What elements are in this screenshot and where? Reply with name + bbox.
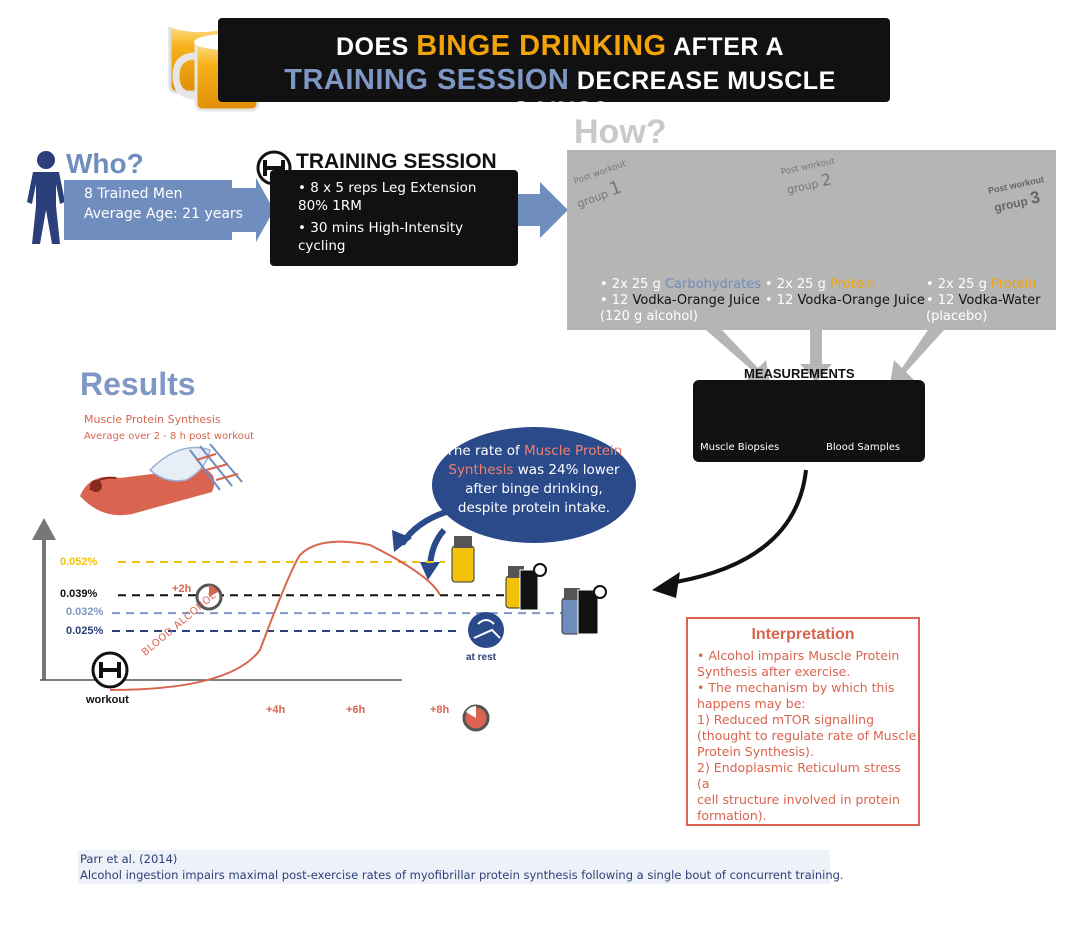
results-subtitle-2: Average over 2 - 8 h post workout bbox=[84, 431, 255, 442]
level-label-0052: 0.052% bbox=[60, 556, 98, 568]
title-highlight-training: TRAINING SESSION bbox=[284, 64, 570, 96]
citation-title: Alcohol ingestion impairs maximal post-e… bbox=[80, 868, 844, 882]
level-label-0032: 0.032% bbox=[66, 606, 104, 618]
how-box bbox=[567, 150, 1056, 330]
title-highlight-binge: BINGE DRINKING bbox=[416, 30, 667, 62]
measurements-box bbox=[693, 380, 925, 462]
interpretation-box bbox=[686, 617, 920, 826]
workout-dumbbell-icon bbox=[91, 651, 129, 689]
timer-8h-icon bbox=[462, 704, 490, 732]
training-item-3: • 30 mins High-Intensity bbox=[298, 220, 464, 236]
who-box bbox=[64, 180, 232, 240]
interpretation-line: Synthesis after exercise. bbox=[697, 664, 851, 679]
who-title: Who? bbox=[66, 148, 144, 179]
arrow-training-to-how bbox=[518, 182, 568, 238]
blood-alcohol-curve bbox=[109, 540, 441, 691]
training-item-4: cycling bbox=[298, 238, 346, 254]
group-2-text: • 2x 25 g Protein • 12 Vodka-Orange Juic… bbox=[765, 277, 925, 308]
chart-protein-shaker-icon bbox=[451, 536, 475, 583]
interpretation-line: (thought to regulate rate of Muscle bbox=[697, 728, 917, 743]
arrows-to-measurements bbox=[706, 330, 944, 384]
interpretation-title: Interpretation bbox=[751, 626, 855, 643]
chart-carb-cocktail-icon bbox=[561, 585, 607, 635]
title-line-1: DOES BINGE DRINKING AFTER A bbox=[335, 30, 784, 62]
arrow-who-to-training bbox=[232, 178, 274, 242]
training-title: TRAINING SESSION bbox=[296, 150, 497, 173]
interpretation-line: 1) Reduced mTOR signalling bbox=[697, 712, 875, 727]
measurement-biopsies: Muscle Biopsies bbox=[700, 442, 780, 453]
group-1-text: • 2x 25 g Carbohydrates • 12 Vodka-Orang… bbox=[600, 277, 761, 324]
training-box bbox=[270, 170, 518, 266]
interpretation-line: • Alcohol impairs Muscle Protein bbox=[697, 648, 900, 663]
training-item-1: • 8 x 5 reps Leg Extension bbox=[298, 180, 477, 196]
chart-protein-cocktail-icon bbox=[505, 563, 547, 611]
interpretation-line: • The mechanism by which this bbox=[697, 680, 895, 695]
results-subtitle-1: Muscle Protein Synthesis bbox=[84, 413, 221, 426]
who-line-1: 8 Trained Men bbox=[84, 186, 183, 202]
group-3-text: • 2x 25 g Protein • 12 Vodka-Water (plac… bbox=[926, 277, 1041, 324]
measurements-title: MEASUREMENTS bbox=[744, 366, 855, 381]
at-rest-icon bbox=[468, 612, 504, 648]
results-title: Results bbox=[80, 366, 196, 402]
interpretation-line: cell structure involved in protein bbox=[697, 792, 900, 807]
workout-label: workout bbox=[86, 694, 129, 706]
time-label-4h: +4h bbox=[266, 704, 286, 716]
title-banner bbox=[218, 18, 890, 102]
who-line-2: Average Age: 21 years bbox=[84, 206, 243, 222]
time-label-8h: +8h bbox=[430, 704, 450, 716]
measurement-blood: Blood Samples bbox=[826, 442, 901, 453]
citation-authors: Parr et al. (2014) bbox=[80, 852, 178, 866]
title-line-2: TRAINING SESSION DECREASE MUSCLE GAINS? bbox=[284, 64, 836, 125]
training-item-2: 80% 1RM bbox=[298, 198, 362, 214]
interpretation-body: • Alcohol impairs Muscle Protein Synthes… bbox=[697, 648, 917, 824]
result-bubble bbox=[432, 427, 636, 543]
bubble-arrow-right-head bbox=[420, 562, 440, 580]
bubble-arrow-left-head bbox=[392, 530, 412, 552]
bubble-text: The rate of Muscle Protein Synthesis was… bbox=[445, 443, 623, 516]
citation-box bbox=[78, 850, 830, 884]
interpretation-line: 2) Endoplasmic Reticulum stress (a bbox=[697, 760, 901, 791]
muscle-fiber-icon bbox=[80, 443, 243, 516]
arrow-measurements-to-chart bbox=[652, 469, 808, 598]
level-label-0039: 0.039% bbox=[60, 588, 98, 600]
timer-2h-icon bbox=[195, 583, 223, 611]
at-rest-label: at rest bbox=[466, 652, 497, 663]
interpretation-line: formation). bbox=[697, 808, 767, 823]
man-silhouette-icon bbox=[27, 151, 65, 244]
level-label-0025: 0.025% bbox=[66, 625, 104, 637]
how-title: How? bbox=[574, 113, 667, 151]
time-label-2h: +2h bbox=[172, 583, 192, 595]
interpretation-line: happens may be: bbox=[697, 696, 806, 711]
time-label-6h: +6h bbox=[346, 704, 366, 716]
interpretation-line: Protein Synthesis). bbox=[697, 744, 814, 759]
